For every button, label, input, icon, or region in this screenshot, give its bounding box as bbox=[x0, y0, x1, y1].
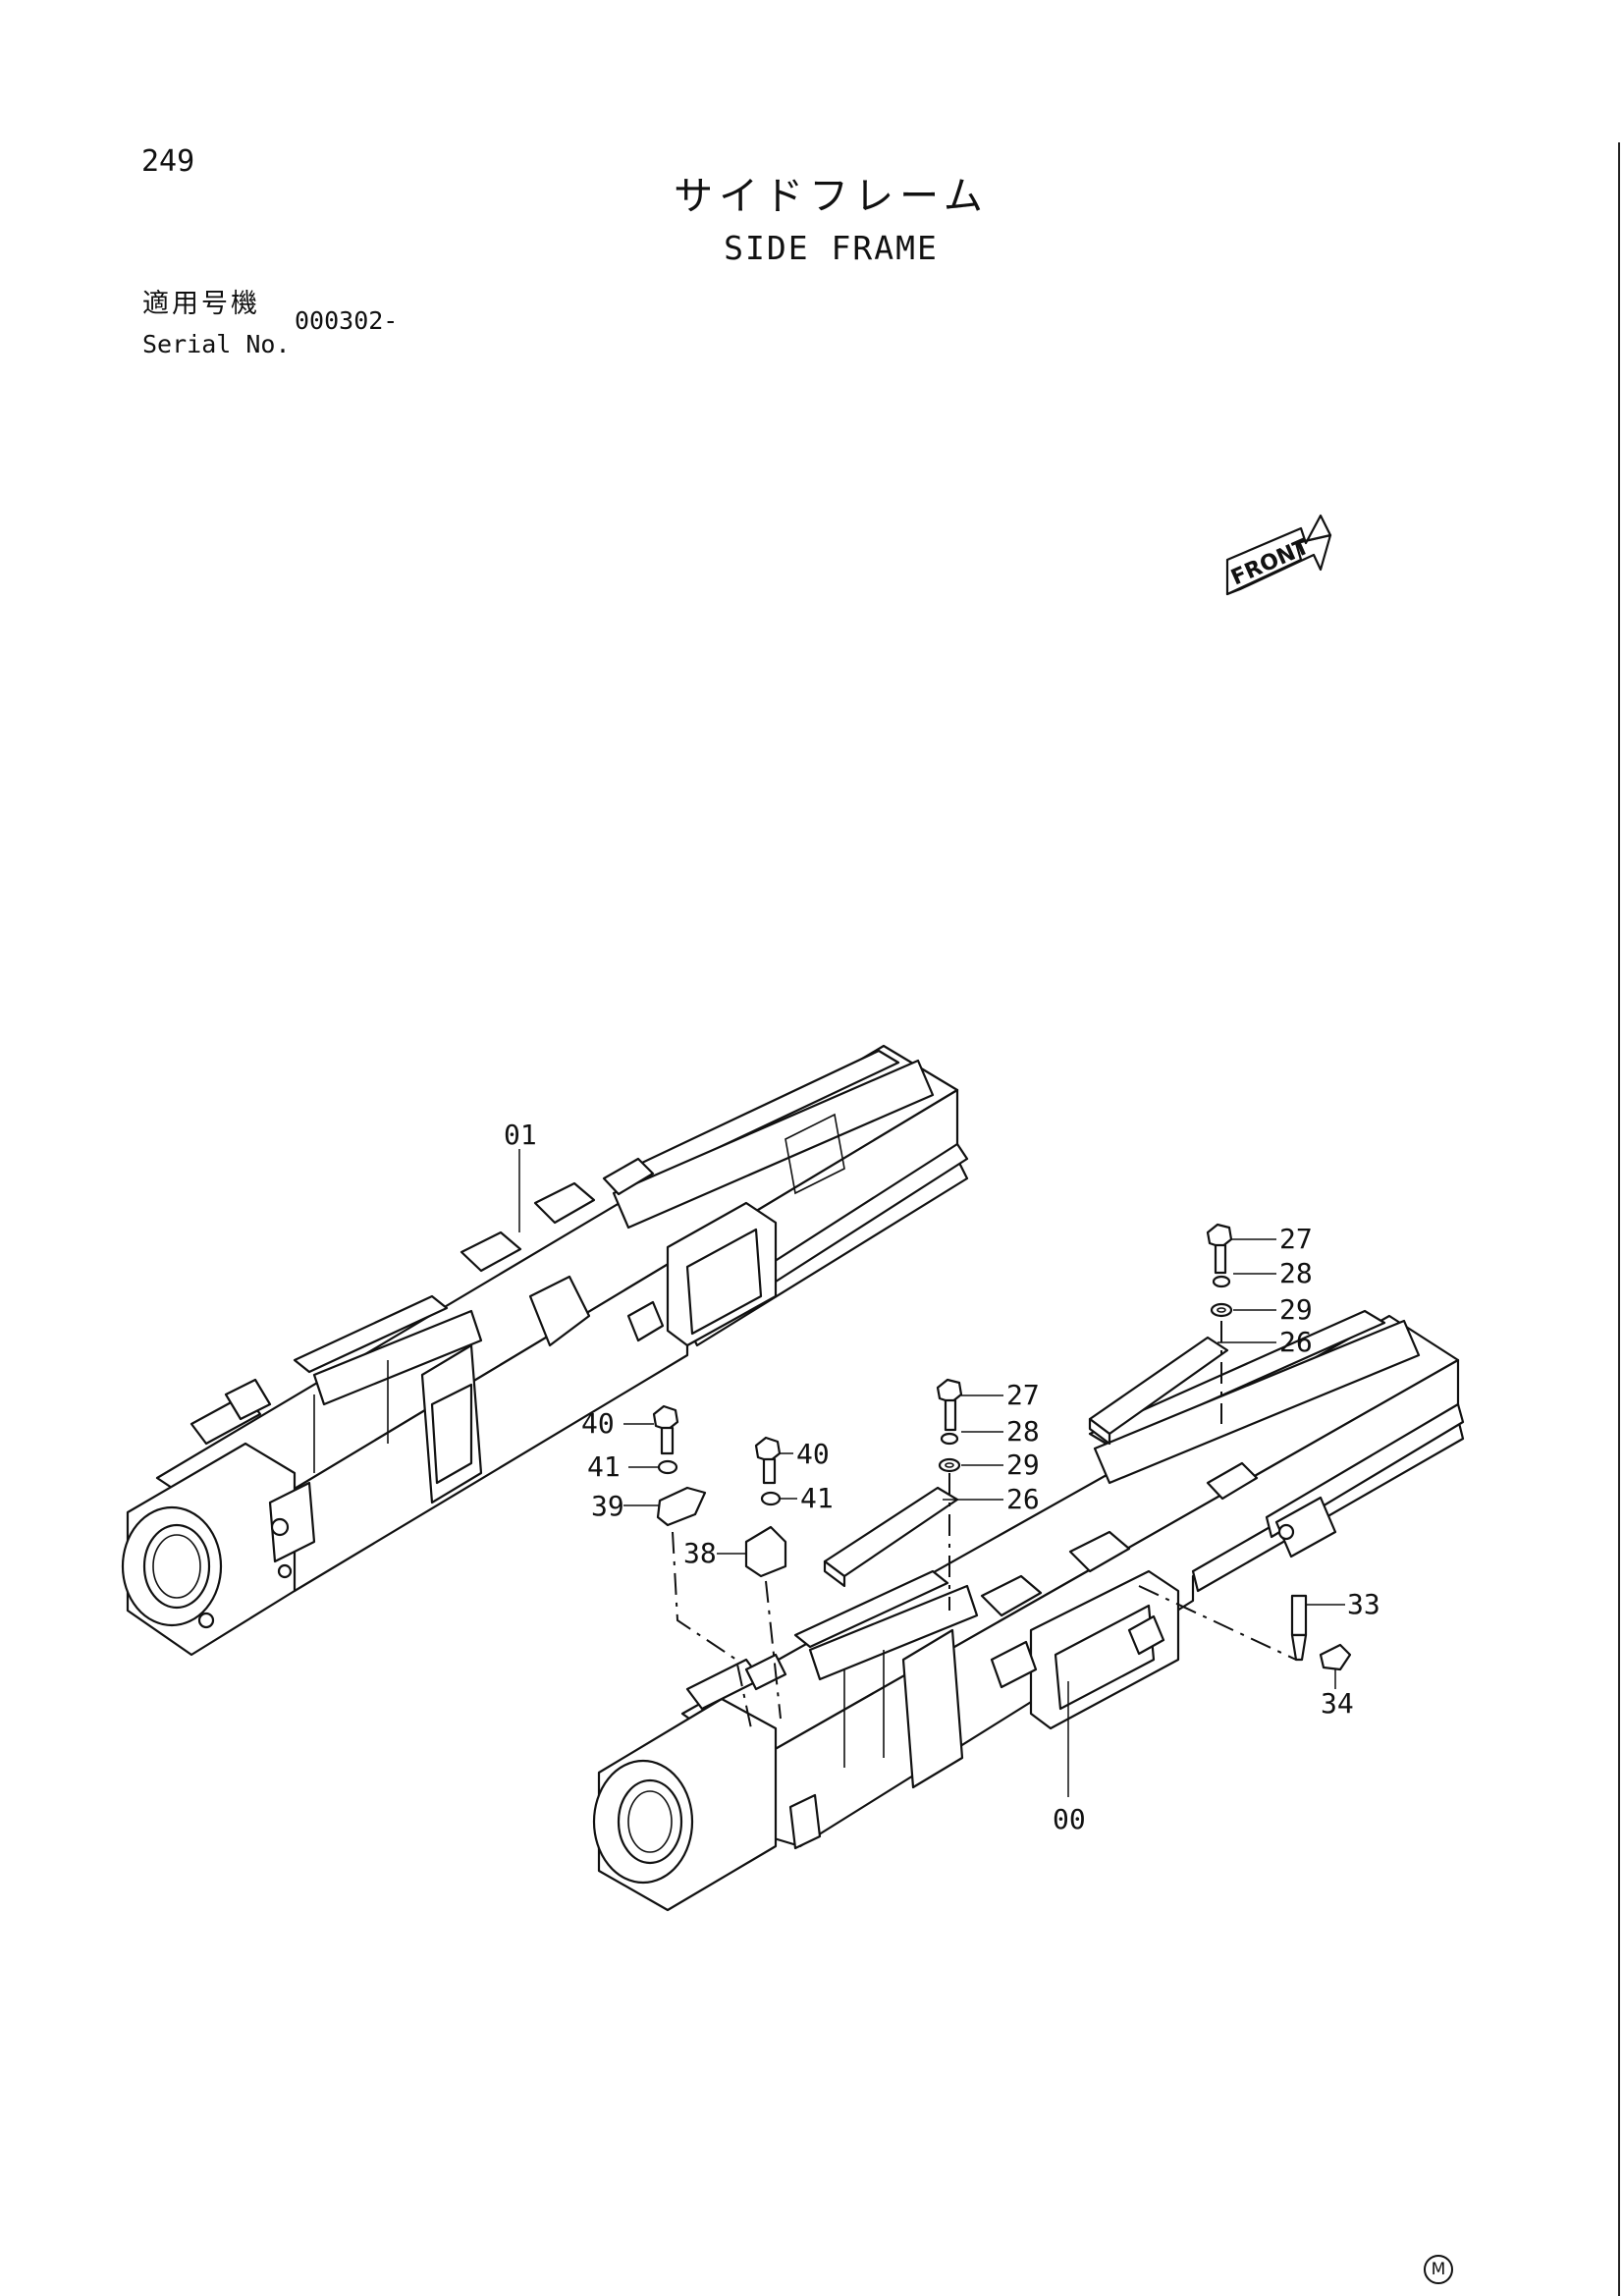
bolt-27-a bbox=[1206, 1223, 1233, 1275]
washers bbox=[657, 1275, 1233, 1506]
side-frame-lower bbox=[592, 1309, 1465, 1912]
callout-26-upper: 26 bbox=[1279, 1326, 1313, 1358]
block-39 bbox=[656, 1486, 707, 1527]
callout-41-left: 41 bbox=[587, 1450, 621, 1483]
callout-26-lower: 26 bbox=[1006, 1483, 1040, 1515]
callout-28-lower: 28 bbox=[1006, 1415, 1040, 1448]
pin-33 bbox=[1290, 1594, 1308, 1662]
block-38 bbox=[744, 1525, 787, 1578]
callout-38: 38 bbox=[683, 1537, 717, 1569]
callout-40-right: 40 bbox=[796, 1438, 830, 1470]
callout-41-right: 41 bbox=[800, 1482, 834, 1514]
callout-27-lower: 27 bbox=[1006, 1379, 1040, 1411]
front-arrow-icon: FRONT bbox=[1225, 514, 1332, 596]
callout-34: 34 bbox=[1321, 1687, 1354, 1720]
clip-34 bbox=[1319, 1643, 1352, 1671]
page-edge-line bbox=[1618, 142, 1620, 2296]
callout-01: 01 bbox=[504, 1119, 537, 1151]
side-frame-upper bbox=[121, 1044, 969, 1657]
page-title-english: SIDE FRAME bbox=[724, 229, 939, 267]
page-number: 249 bbox=[141, 144, 195, 179]
callout-27-upper: 27 bbox=[1279, 1223, 1313, 1255]
callout-29-upper: 29 bbox=[1279, 1293, 1313, 1326]
pad-26-a bbox=[1088, 1336, 1229, 1446]
serial-number-value: 000302- bbox=[295, 306, 399, 335]
bolt-40-b bbox=[754, 1436, 782, 1485]
callout-39: 39 bbox=[591, 1490, 624, 1522]
serial-label-english: Serial No. bbox=[142, 330, 291, 358]
bolt-40-a bbox=[652, 1404, 679, 1455]
callout-00: 00 bbox=[1053, 1803, 1086, 1835]
bolt-27-b bbox=[936, 1378, 963, 1432]
callout-28-upper: 28 bbox=[1279, 1257, 1313, 1289]
callout-33: 33 bbox=[1347, 1588, 1380, 1620]
corner-m-mark: M bbox=[1424, 2255, 1453, 2284]
page-title-japanese: サイドフレーム bbox=[674, 174, 989, 219]
callout-29-lower: 29 bbox=[1006, 1449, 1040, 1481]
serial-label-japanese: 適用号機 bbox=[142, 289, 260, 319]
callout-40-left: 40 bbox=[581, 1407, 615, 1440]
